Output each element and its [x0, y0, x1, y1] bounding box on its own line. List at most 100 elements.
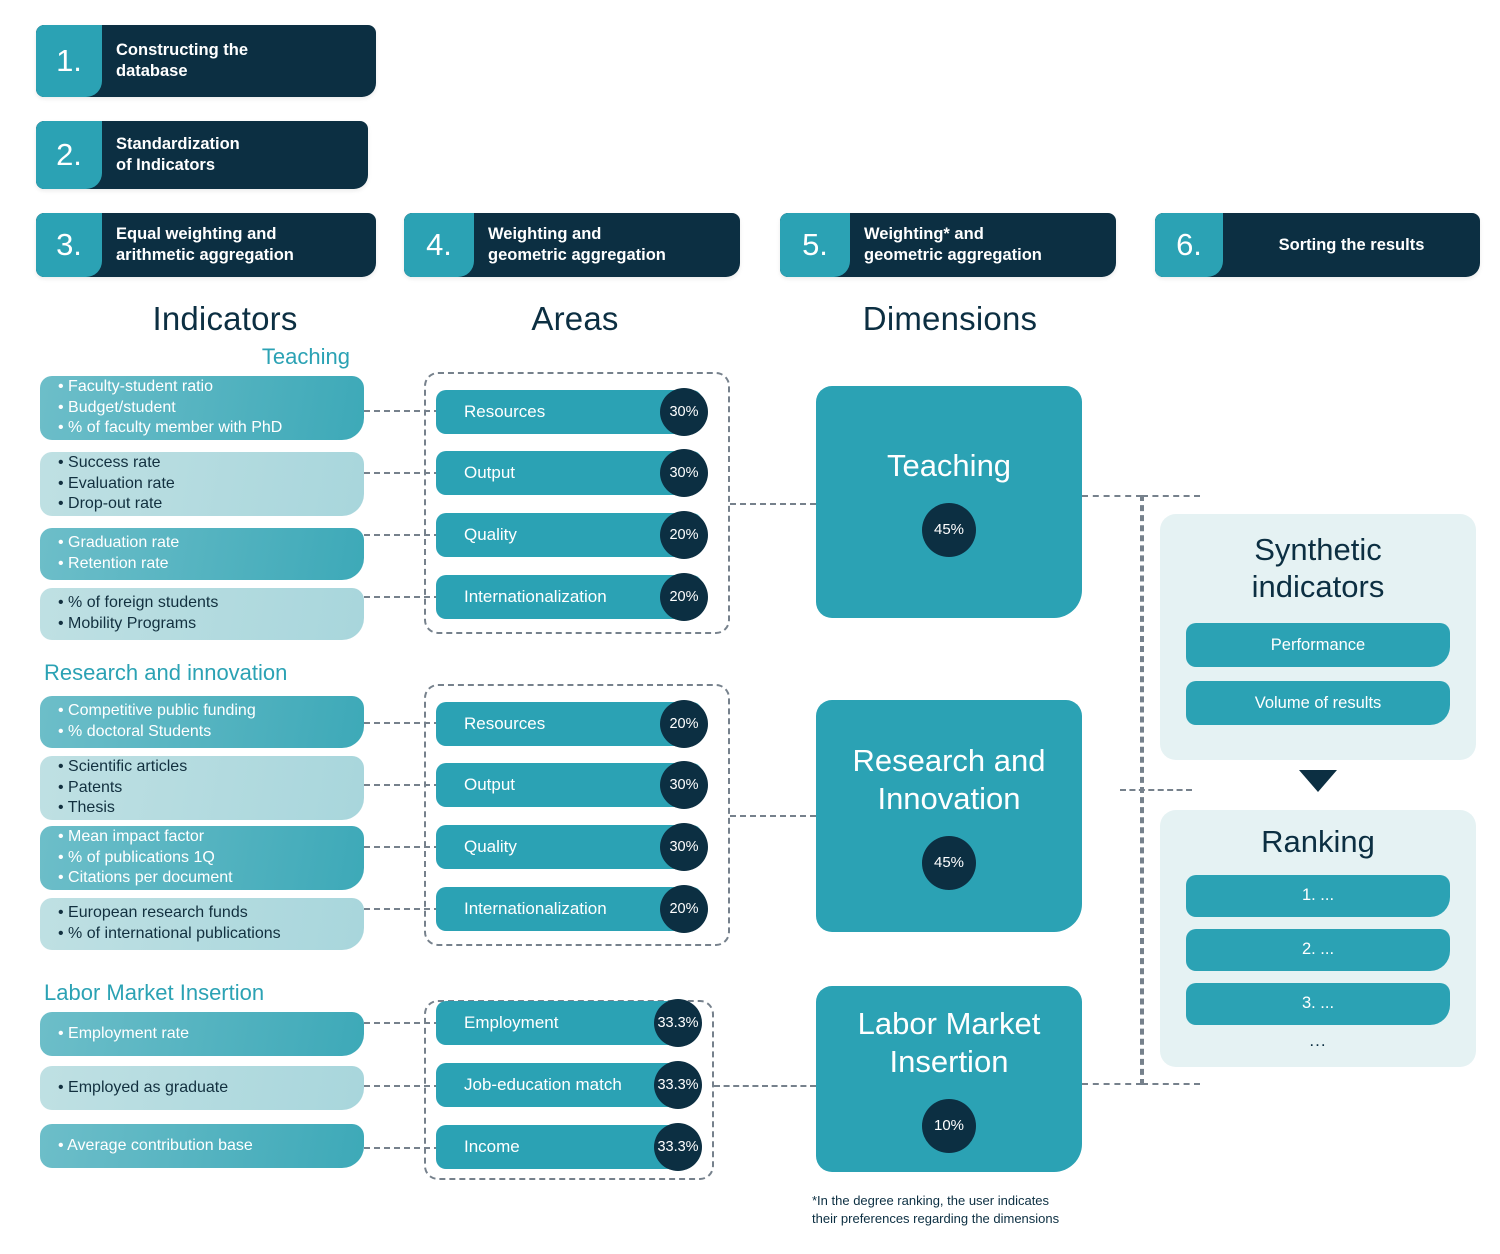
- step-number-5: 5.: [780, 213, 850, 277]
- step-number-2: 2.: [36, 121, 102, 189]
- indicator-item: • Patents: [58, 778, 123, 796]
- indicator-card: • Faculty-student ratio • Budget/student…: [40, 376, 364, 440]
- ranking-panel-title: Ranking: [1261, 824, 1375, 859]
- area-row: Quality: [436, 513, 702, 557]
- synthetic-indicators-panel: Synthetic indicators Performance Volume …: [1160, 514, 1476, 760]
- indicator-card: • Average contribution base: [40, 1124, 364, 1168]
- synthetic-row-performance[interactable]: Performance: [1186, 623, 1450, 668]
- group-label-research: Research and innovation: [44, 660, 288, 685]
- area-label: Income: [464, 1137, 520, 1156]
- indicator-item: • Thesis: [58, 799, 115, 817]
- area-row: Internationalization: [436, 887, 702, 931]
- step-number-4: 4.: [404, 213, 474, 277]
- group-label-teaching: Teaching: [261, 344, 350, 369]
- column-heading-indicators: Indicators: [152, 300, 298, 337]
- indicator-item: • Drop-out rate: [58, 495, 163, 513]
- dimension-weight-badge: 10%: [922, 1098, 976, 1153]
- step-number-1: 1.: [36, 25, 102, 97]
- connector-area-dimension: [730, 815, 816, 817]
- dimension-box-teaching: Teaching 45%: [816, 386, 1082, 618]
- indicator-card: • Employed as graduate: [40, 1066, 364, 1110]
- area-label: Resources: [464, 714, 546, 733]
- area-row: Employment: [436, 1001, 688, 1045]
- indicator-item: • Employment rate: [58, 1024, 189, 1042]
- step-number-6: 6.: [1155, 213, 1223, 277]
- indicator-card: • European research funds • % of interna…: [40, 898, 364, 950]
- area-weight-badge: 30%: [660, 388, 708, 436]
- synthetic-panel-title: Synthetic indicators: [1251, 532, 1385, 604]
- area-weight-badge: 30%: [660, 449, 708, 497]
- area-label: Job-education match: [464, 1075, 622, 1094]
- indicator-card: • Success rate • Evaluation rate • Drop-…: [40, 452, 364, 516]
- step-title-1: Constructing the database: [116, 41, 248, 80]
- step-header-2: 2. Standardization of Indicators: [36, 121, 368, 189]
- step-number-3: 3.: [36, 213, 102, 277]
- indicator-item: • Mobility Programs: [58, 615, 197, 632]
- step-title-5: Weighting* and geometric aggregation: [864, 225, 1042, 264]
- indicator-item: • % of international publications: [58, 925, 281, 942]
- dimension-weight-badge: 45%: [922, 502, 976, 557]
- dimension-box-labor: Labor Market Insertion 10%: [816, 986, 1082, 1172]
- area-weight-badge: 20%: [660, 700, 708, 748]
- area-label: Resources: [464, 402, 546, 421]
- step-header-1: 1. Constructing the database: [36, 25, 376, 97]
- indicator-card: • Graduation rate • Retention rate: [40, 528, 364, 580]
- area-row: Output: [436, 763, 702, 807]
- indicator-item: • Mean impact factor: [58, 827, 205, 845]
- area-weight-badge: 33.3%: [654, 1061, 702, 1109]
- connector-area-dimension: [714, 1085, 816, 1087]
- synthetic-row-volume[interactable]: Volume of results: [1186, 681, 1450, 726]
- step-header-5: 5. Weighting* and geometric aggregation: [780, 213, 1116, 277]
- indicator-item: • Employed as graduate: [58, 1078, 229, 1096]
- area-label: Quality: [464, 525, 517, 544]
- connector-indicator-area: [364, 908, 460, 910]
- area-label: Internationalization: [464, 899, 607, 918]
- area-group-research: [424, 684, 730, 946]
- dimension-title: Teaching: [886, 448, 1012, 484]
- area-label: Internationalization: [464, 587, 607, 606]
- indicator-card: • Employment rate: [40, 1012, 364, 1056]
- indicator-card: • Competitive public funding • % doctora…: [40, 696, 364, 748]
- area-row: Internationalization: [436, 575, 702, 619]
- ranking-ellipsis: ...: [1309, 1030, 1327, 1050]
- step-title-2: Standardization of Indicators: [116, 135, 240, 174]
- area-label: Employment: [464, 1013, 559, 1032]
- connector-indicator-area: [364, 534, 460, 536]
- indicator-item: • Budget/student: [58, 398, 176, 416]
- ranking-row[interactable]: 2. ...: [1186, 928, 1450, 971]
- ranking-row[interactable]: 1. ...: [1186, 874, 1450, 917]
- column-heading-dimensions: Dimensions: [862, 300, 1038, 337]
- column-heading-areas: Areas: [531, 300, 619, 337]
- indicator-item: • Faculty-student ratio: [58, 377, 213, 395]
- area-row: Resources: [436, 702, 702, 746]
- ranking-row[interactable]: 3. ...: [1186, 982, 1450, 1025]
- indicator-card: • Mean impact factor • % of publications…: [40, 826, 364, 890]
- connector-indicator-area: [364, 1147, 460, 1149]
- indicator-card: • % of foreign students • Mobility Progr…: [40, 588, 364, 640]
- connector-indicator-area: [364, 472, 460, 474]
- area-weight-badge: 30%: [660, 823, 708, 871]
- connector-to-synthetic: [1120, 789, 1192, 791]
- indicator-item: • % of publications 1Q: [58, 848, 215, 866]
- connector-indicator-area: [364, 784, 460, 786]
- area-row: Income: [436, 1125, 688, 1169]
- indicator-item: • Success rate: [58, 453, 161, 471]
- area-weight-badge: 33.3%: [654, 999, 702, 1047]
- indicator-item: • Citations per document: [58, 869, 233, 887]
- indicator-item: • % of faculty member with PhD: [58, 419, 283, 437]
- area-row: Quality: [436, 825, 702, 869]
- indicator-item: • Retention rate: [58, 555, 169, 572]
- step-title-4: Weighting and geometric aggregation: [488, 225, 666, 264]
- indicator-card: • Scientific articles • Patents • Thesis: [40, 756, 364, 820]
- indicator-item: • Scientific articles: [58, 757, 188, 775]
- area-label: Output: [464, 463, 516, 482]
- step-header-3: 3. Equal weighting and arithmetic aggreg…: [36, 213, 376, 277]
- connector-indicator-area: [364, 1085, 460, 1087]
- area-group-teaching: [424, 372, 730, 634]
- step-header-4: 4. Weighting and geometric aggregation: [404, 213, 740, 277]
- connector-area-dimension: [730, 503, 816, 505]
- area-weight-badge: 30%: [660, 761, 708, 809]
- indicator-item: • Graduation rate: [58, 534, 180, 552]
- area-row: Job-education match: [436, 1063, 688, 1107]
